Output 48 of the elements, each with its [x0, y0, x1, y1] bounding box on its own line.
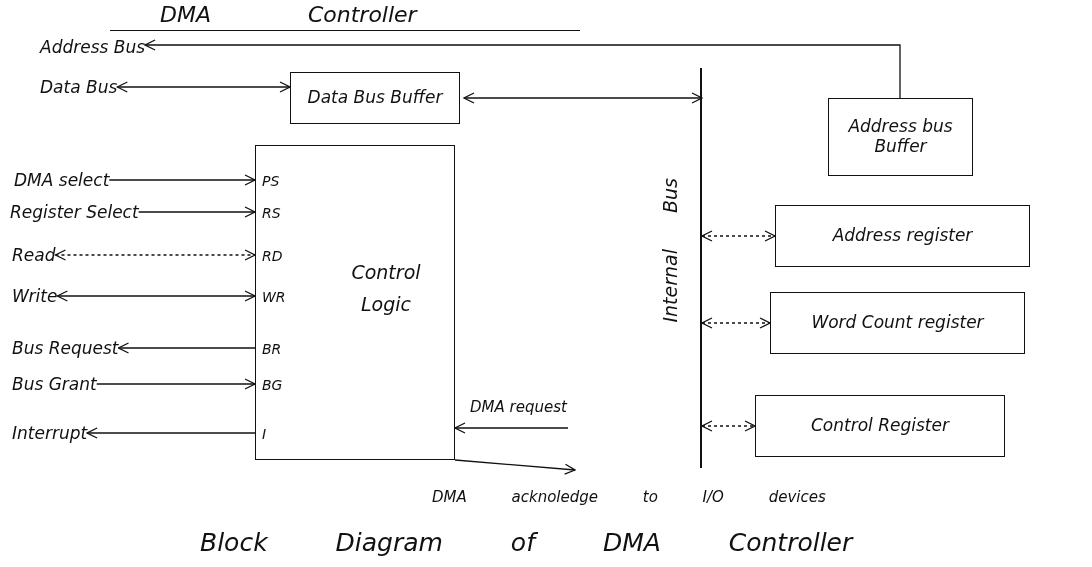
signal-label: Bus Request: [12, 338, 119, 358]
signal-label: Bus Grant: [12, 374, 97, 394]
arrow: [96, 378, 256, 390]
box-label: Word Count register: [811, 313, 984, 333]
signal-label: Address Bus: [40, 37, 146, 57]
arrow: [56, 290, 256, 302]
pin-label: BG: [262, 377, 283, 393]
arrow: [701, 230, 776, 242]
pin-label: BR: [262, 341, 282, 357]
arrow: [117, 342, 256, 354]
signal-label: Data Bus: [40, 77, 118, 97]
signal-label: Interrupt: [12, 423, 88, 443]
arrow: [86, 427, 256, 439]
arrow: [144, 39, 901, 99]
pin-label: RD: [262, 248, 283, 264]
signal-label: DMA select: [14, 170, 110, 190]
box-label: Address bus Buffer: [847, 117, 954, 157]
arrow: [454, 459, 576, 475]
signal-label: Read: [12, 245, 56, 265]
box-label: Address register: [832, 226, 973, 246]
diagram-caption: Block Diagram of DMA Controller: [200, 528, 853, 557]
box-label: Control Logic: [350, 260, 422, 318]
pin-label: I: [262, 426, 267, 442]
bus-label: Internal Bus: [659, 178, 681, 323]
arrow: [701, 420, 756, 432]
signal-label: Write: [12, 286, 58, 306]
control-logic-box: [255, 145, 455, 460]
box-label: Data Bus Buffer: [307, 88, 443, 108]
box-label: Control Register: [811, 416, 949, 436]
pin-label: PS: [262, 173, 280, 189]
register-box: [755, 395, 1005, 457]
pin-label: WR: [262, 289, 286, 305]
arrow: [463, 92, 703, 104]
arrow: [108, 174, 256, 186]
edge-label: DMA acknoledge to I/O devices: [430, 488, 828, 506]
register-box: [290, 72, 460, 124]
arrow: [701, 317, 771, 329]
arrow: [454, 422, 569, 434]
arrow: [54, 249, 256, 261]
register-box: [828, 98, 973, 176]
diagram-title: DMA Controller: [110, 2, 580, 31]
register-box: [770, 292, 1025, 354]
edge-label: DMA request: [468, 398, 569, 416]
arrow: [116, 81, 291, 93]
pin-label: RS: [262, 205, 281, 221]
signal-label: Register Select: [10, 202, 139, 222]
register-box: [775, 205, 1030, 267]
arrow: [137, 206, 256, 218]
